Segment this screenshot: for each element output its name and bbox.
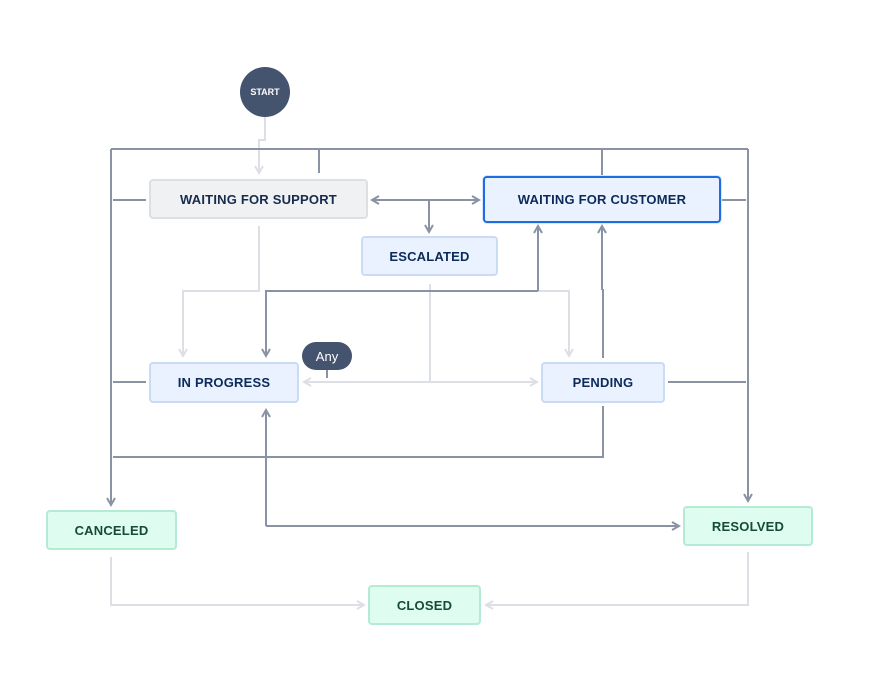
status-waiting-for-customer[interactable]: WAITING FOR CUSTOMER — [483, 176, 721, 223]
status-canceled[interactable]: CANCELED — [46, 510, 177, 550]
start-node[interactable]: START — [240, 67, 290, 117]
status-pending[interactable]: PENDING — [541, 362, 665, 403]
transition-canceled-to-closed — [110, 557, 364, 605]
transition-pending-to-canceled — [113, 406, 604, 458]
status-in-progress[interactable]: IN PROGRESS — [149, 362, 299, 403]
transition-start-to-waiting-support — [259, 117, 266, 173]
transition-pending-to-customer — [602, 226, 603, 358]
transition-customer-to-in-progress — [266, 290, 538, 356]
any-transition-badge[interactable]: Any — [302, 342, 352, 370]
transition-escalated-to-pending — [430, 290, 569, 356]
transition-resolved-to-closed — [486, 552, 749, 605]
status-escalated[interactable]: ESCALATED — [361, 236, 498, 276]
status-resolved[interactable]: RESOLVED — [683, 506, 813, 546]
status-closed[interactable]: CLOSED — [368, 585, 481, 625]
transition-support-to-in-progress — [183, 226, 260, 356]
status-waiting-for-support[interactable]: WAITING FOR SUPPORT — [149, 179, 368, 219]
